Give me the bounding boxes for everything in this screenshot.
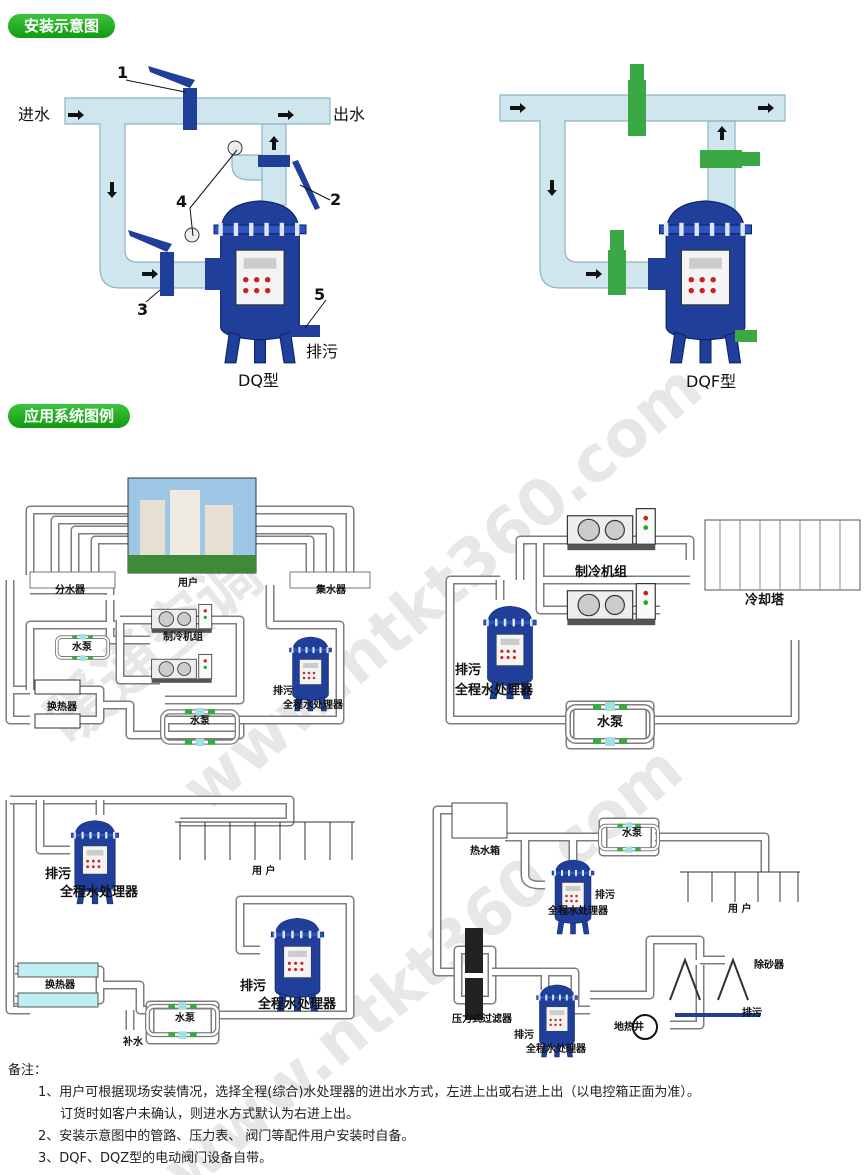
drain-label: 排污 [306, 342, 338, 361]
callout-3: 3 [137, 300, 148, 319]
electric-valve-inlet [608, 250, 626, 295]
notes-title: 备注： [8, 1063, 48, 1078]
pressure-filter-label: 压力式过滤器 [452, 1012, 513, 1025]
pipe [650, 640, 798, 723]
user-label: 用 户 [727, 902, 751, 915]
note-item: 1、用户可根据现场安装情况，选择全程(综合)水处理器的进出水方式，左进上出或右进… [38, 1085, 700, 1100]
system-diagram-c: 排污 全程水处理器 用 户 换热器 水泵 补水 排污 全程水处理器 [5, 795, 355, 1048]
electric-valve-outlet [700, 150, 742, 168]
desander-icon [669, 957, 749, 1001]
pressure-filter-icon [465, 928, 483, 973]
section-tag-application: 应用系统图例 [8, 404, 131, 428]
heat-exchanger-label: 换热器 [45, 978, 76, 991]
user-label: 用户 [177, 576, 198, 589]
user-terminal-array [680, 871, 800, 902]
distributor-label: 分水器 [55, 583, 86, 596]
hot-water-tank-icon [451, 802, 508, 839]
pipe [240, 585, 343, 723]
pipe [7, 800, 30, 1013]
heat-exchanger-label: 换热器 [47, 700, 78, 713]
outlet-label: 出水 [333, 105, 365, 124]
geo-well-label: 地热井 [614, 1020, 644, 1033]
geothermal-well-icon [632, 1014, 658, 1040]
pipe [447, 577, 570, 723]
callout-2: 2 [330, 190, 341, 209]
pipe [492, 969, 590, 1013]
pipe [505, 834, 600, 888]
pipe [590, 937, 725, 1028]
system-diagram-b: 制冷机组 冷却塔 排污 全程水处理器 水泵 [445, 508, 861, 750]
pipe [7, 580, 30, 723]
pipe-outline [650, 640, 800, 725]
pipe [434, 807, 455, 975]
callout-1: 1 [117, 63, 128, 82]
electric-valve-top [628, 80, 646, 136]
valve-3 [160, 252, 174, 296]
pump-label: 水泵 [597, 714, 623, 730]
pipe-outline [655, 832, 770, 872]
makeup-label: 补水 [122, 1035, 144, 1048]
user-label: 用 户 [251, 864, 275, 877]
processor-label: 全程水处理器 [257, 996, 337, 1012]
dqf-install-diagram: DQF型 [499, 64, 786, 391]
processor-label: 全程水处理器 [59, 884, 139, 900]
pipe [37, 800, 103, 853]
note-item: 订货时如客户未确认，则进水方式默认为右进上出。 [60, 1107, 360, 1122]
cooling-tower-label: 冷却塔 [745, 592, 785, 608]
desander-label: 除砂器 [754, 958, 785, 971]
dq-install-diagram: 进水 出水 1 2 3 4 5 排污 DQ型 [18, 63, 365, 390]
processor-label: 全程水处理器 [547, 904, 609, 917]
pipe [215, 897, 353, 1018]
processor-label: 全程水处理器 [454, 682, 534, 698]
pump-label: 水泵 [174, 1011, 196, 1024]
system-diagram-a: 用户 分水器 集水器 水泵 制冷机组 换热器 水泵 排污 全程水处理器 [5, 477, 371, 747]
pump-label: 水泵 [621, 826, 643, 839]
chiller-label: 制冷机组 [575, 564, 627, 580]
drain-label: 排污 [455, 662, 481, 678]
note-item: 3、DQF、DQZ型的电动阀门设备自带。 [38, 1151, 273, 1166]
drain-label: 排污 [45, 866, 71, 882]
drain-label: 排污 [595, 888, 615, 901]
collector-label: 集水器 [315, 583, 347, 596]
pipe [52, 517, 333, 575]
drain-label: 排污 [273, 684, 293, 697]
section-tag-install: 安装示意图 [8, 14, 116, 38]
drain-label: 排污 [240, 978, 266, 994]
valve-1 [183, 88, 197, 130]
model-dqf-label: DQF型 [686, 372, 736, 391]
pipe [30, 587, 113, 595]
note-item: 2、安装示意图中的管路、压力表、 阀门等配件用户安装时自备。 [38, 1129, 415, 1144]
pressure-gauge-icon [227, 140, 243, 156]
hot-tank-label: 热水箱 [470, 844, 500, 857]
drain-label: 排污 [514, 1028, 534, 1041]
pipe-outline [10, 795, 295, 827]
processor-label: 全程水处理器 [525, 1042, 587, 1055]
model-dq-label: DQ型 [238, 371, 279, 390]
cooling-tower-icon [704, 519, 861, 591]
pipe [27, 600, 150, 690]
notes: 备注： 1、用户可根据现场安装情况，选择全程(综合)水处理器的进出水方式，左进上… [8, 1060, 700, 1170]
inlet-label: 进水 [18, 105, 50, 124]
pump-label: 水泵 [189, 714, 211, 727]
user-terminal-array [175, 821, 355, 860]
callout-4: 4 [176, 192, 187, 211]
valve-2-handle [292, 160, 320, 210]
system-diagram-d: 热水箱 水泵 全程水处理器 排污 用 户 压力式过滤器 除砂器 排污 地热井 全… [432, 802, 800, 1058]
pipe-outline [590, 935, 725, 1030]
pipe [655, 834, 768, 872]
callout-5: 5 [314, 285, 325, 304]
processor-label: 全程水处理器 [282, 698, 344, 711]
chiller-label: 制冷机组 [163, 630, 203, 643]
pipe [600, 819, 658, 855]
drain-label: 排污 [742, 1006, 762, 1019]
pump-label: 水泵 [71, 640, 93, 653]
